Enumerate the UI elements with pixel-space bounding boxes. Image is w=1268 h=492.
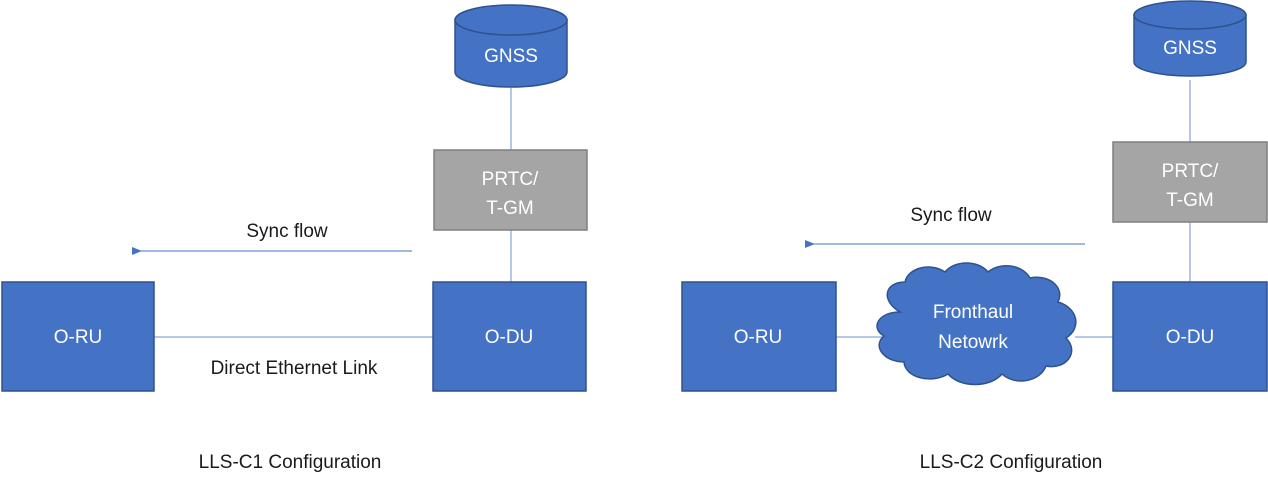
oru-label: O-RU bbox=[734, 327, 783, 348]
cloud-label-line1: Fronthaul bbox=[933, 302, 1013, 323]
tgm-label: T-GM bbox=[1166, 190, 1214, 211]
oru-box: O-RU bbox=[681, 281, 837, 392]
tgm-label: T-GM bbox=[486, 198, 534, 219]
oru-box: O-RU bbox=[1, 281, 155, 392]
odu-box: O-DU bbox=[432, 281, 587, 392]
gnss-cylinder: GNSS bbox=[454, 4, 568, 88]
direct-ethernet-link-label: Direct Ethernet Link bbox=[211, 358, 378, 379]
lls-c1-caption: LLS-C1 Configuration bbox=[199, 452, 382, 473]
cloud-label-line2: Netowrk bbox=[938, 332, 1008, 353]
gnss-cylinder: GNSS bbox=[1133, 0, 1247, 77]
lls-c2-caption: LLS-C2 Configuration bbox=[920, 452, 1103, 473]
lls-c1-diagram: GNSS PRTC/ T-GM Sync flow O-RU O-DU Dire… bbox=[1, 4, 588, 473]
gnss-label: GNSS bbox=[1163, 38, 1217, 59]
fronthaul-network-cloud: Fronthaul Netowrk bbox=[876, 262, 1077, 386]
sync-flow-label: Sync flow bbox=[246, 221, 328, 242]
lls-c2-diagram: GNSS PRTC/ T-GM Sync flow O-RU Fronthaul… bbox=[681, 0, 1268, 473]
odu-label: O-DU bbox=[485, 327, 534, 348]
prtc-label: PRTC/ bbox=[1162, 161, 1219, 182]
oru-label: O-RU bbox=[54, 327, 103, 348]
odu-label: O-DU bbox=[1166, 327, 1215, 348]
sync-flow-label: Sync flow bbox=[910, 205, 992, 226]
gnss-label: GNSS bbox=[484, 46, 538, 67]
odu-box: O-DU bbox=[1112, 281, 1268, 392]
prtc-tgm-box: PRTC/ T-GM bbox=[1112, 141, 1268, 223]
prtc-label: PRTC/ bbox=[482, 169, 539, 190]
prtc-tgm-box: PRTC/ T-GM bbox=[433, 149, 588, 231]
